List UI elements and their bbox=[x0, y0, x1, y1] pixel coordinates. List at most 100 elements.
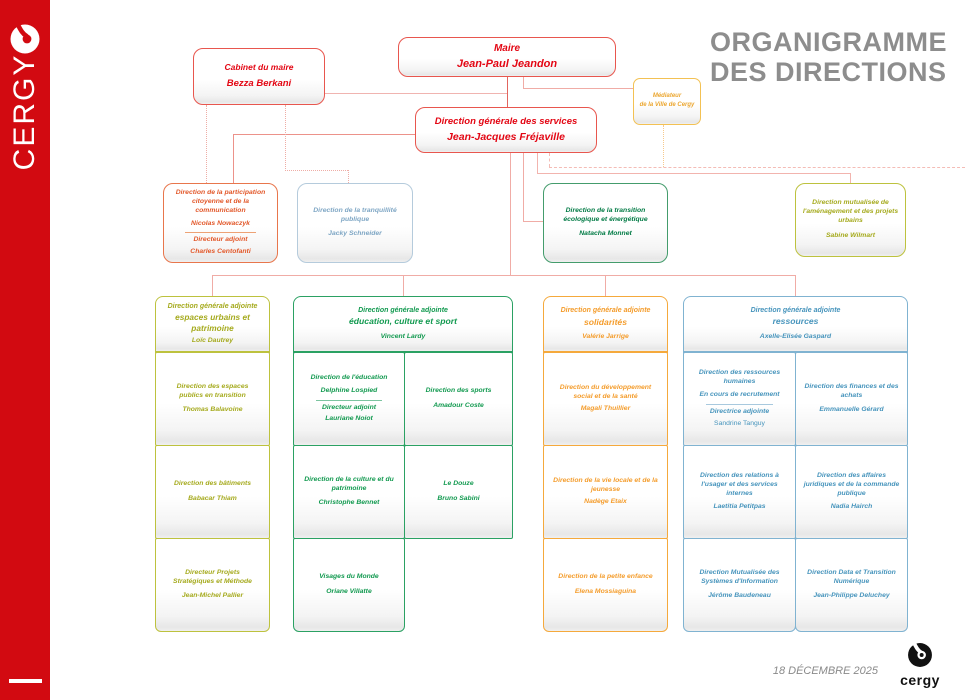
cell-name: Jean-Philippe Deluchey bbox=[813, 592, 890, 600]
connector-line-dashed bbox=[549, 167, 965, 168]
node-title: Maire bbox=[493, 43, 521, 55]
org-node-direction-generale-services: Direction générale des services Jean-Jac… bbox=[415, 107, 597, 153]
deputy-role: Directeur adjoint bbox=[321, 403, 376, 411]
cell-name: En cours de recrutement bbox=[699, 391, 780, 399]
footer-date: 18 DÉCEMBRE 2025 bbox=[772, 665, 878, 677]
cell-name: Jérôme Baudeneau bbox=[708, 592, 771, 600]
cell-title: Direction de la culture et du patrimoine bbox=[304, 475, 394, 492]
cell-title: Direction des relations à l'usager et de… bbox=[700, 472, 779, 497]
node-title: Direction générale des services bbox=[434, 115, 578, 127]
node-name: Natacha Monnet bbox=[579, 230, 632, 238]
cell-title: Directeur Projets Stratégiques et Méthod… bbox=[173, 568, 252, 585]
org-cell-ressources-humaines: Direction des ressources humaines En cou… bbox=[683, 352, 796, 446]
node-name: Sabine Wilmart bbox=[825, 231, 876, 239]
org-node-amenagement-projets-urbains: Direction mutualisée de l'aménagement et… bbox=[795, 183, 906, 257]
footer-logo: cergy bbox=[898, 639, 942, 688]
cell-title: Le Douze bbox=[443, 480, 474, 488]
connector-line-dotted bbox=[285, 170, 348, 171]
cell-title: Direction du développement social et de … bbox=[559, 384, 652, 401]
footer-logo-text: cergy bbox=[900, 672, 940, 688]
dga-subtitle: solidarités bbox=[584, 316, 627, 327]
cell-title: Direction de l'éducation bbox=[310, 373, 388, 381]
node-title: Direction mutualisée de l'aménagement et… bbox=[802, 199, 899, 224]
brand-wordmark: CERGY bbox=[8, 53, 41, 171]
cell-name: Elena Mossiaguina bbox=[574, 588, 637, 595]
node-subtitle: de la Ville de Cergy bbox=[639, 102, 695, 108]
connector-line-dotted bbox=[348, 170, 349, 183]
org-node-participation-communication: Direction de la participation citoyenne … bbox=[163, 183, 278, 263]
node-title: Direction de la tranquillité publique bbox=[313, 206, 397, 223]
connector-line bbox=[233, 134, 415, 136]
dga-header-education-culture-sport: Direction générale adjointe éducation, c… bbox=[293, 296, 513, 353]
cergy-swirl-icon bbox=[10, 22, 40, 54]
org-cell-systemes-information: Direction Mutualisée des Systèmes d'Info… bbox=[683, 538, 796, 632]
dga-title: Direction générale adjointe bbox=[560, 307, 651, 315]
cell-name: Jean-Michel Pallier bbox=[181, 592, 244, 600]
org-cell-affaires-juridiques: Direction des affaires juridiques et de … bbox=[795, 445, 908, 539]
connector-line bbox=[523, 77, 525, 88]
node-name: Jean-Paul Jeandon bbox=[456, 58, 558, 71]
org-cell-petite-enfance: Direction de la petite enfance Elena Mos… bbox=[543, 538, 668, 632]
divider bbox=[705, 403, 774, 405]
dga-subtitle: éducation, culture et sport bbox=[349, 316, 457, 327]
deputy-role: Directeur adjoint bbox=[193, 236, 248, 244]
org-cell-projets-strategiques: Directeur Projets Stratégiques et Méthod… bbox=[155, 538, 270, 632]
dga-title: Direction générale adjointe bbox=[167, 302, 258, 310]
deputy-name: Charles Centofanti bbox=[190, 248, 251, 256]
divider bbox=[184, 232, 257, 234]
cell-name: Laetitia Petitpas bbox=[713, 502, 766, 510]
cell-title: Direction des ressources humaines bbox=[698, 369, 781, 386]
dga-name: Vincent Lardy bbox=[380, 333, 426, 341]
cell-name: Nadia Hairch bbox=[830, 502, 873, 510]
cell-name: Oriane Villatte bbox=[326, 588, 372, 595]
cell-title: Direction des affaires juridiques et de … bbox=[803, 472, 900, 497]
org-cell-culture-patrimoine: Direction de la culture et du patrimoine… bbox=[293, 445, 405, 539]
connector-line bbox=[325, 93, 507, 95]
dga-title: Direction générale adjointe bbox=[358, 306, 448, 314]
org-node-tranquillite-publique: Direction de la tranquillité publique Ja… bbox=[297, 183, 413, 263]
org-cell-le-douze: Le Douze Bruno Sabini bbox=[404, 445, 513, 539]
org-cell-developpement-social-sante: Direction du développement social et de … bbox=[543, 352, 668, 446]
cell-name: Amadour Coste bbox=[433, 402, 484, 409]
node-title: Direction de la transition écologique et… bbox=[563, 206, 648, 223]
connector-line bbox=[850, 173, 852, 183]
page-title-line2: DES DIRECTIONS bbox=[710, 57, 947, 88]
node-title: Cabinet du maire bbox=[224, 62, 294, 73]
org-cell-espaces-publics: Direction des espaces publics en transit… bbox=[155, 352, 270, 446]
org-cell-education: Direction de l'éducation Delphine Lospie… bbox=[293, 352, 405, 446]
cell-name: Christophe Bennet bbox=[318, 499, 380, 507]
connector-line bbox=[795, 275, 797, 296]
connector-line bbox=[510, 153, 512, 275]
org-node-transition-ecologique: Direction de la transition écologique et… bbox=[543, 183, 668, 263]
cell-name: Bruno Sabini bbox=[437, 495, 480, 502]
org-node-mediateur: Médiateur de la Ville de Cergy bbox=[633, 78, 701, 125]
cell-title: Direction de la petite enfance bbox=[558, 573, 653, 581]
connector-line-dotted bbox=[663, 125, 664, 167]
connector-line bbox=[403, 275, 405, 296]
org-cell-data-transition-numerique: Direction Data et Transition Numérique J… bbox=[795, 538, 908, 632]
connector-line-dashed bbox=[549, 153, 550, 167]
node-name: Nicolas Nowaczyk bbox=[191, 219, 250, 227]
connector-line bbox=[537, 173, 850, 175]
connector-line bbox=[233, 134, 235, 183]
node-name: Jean-Jacques Fréjaville bbox=[447, 130, 565, 143]
brand-sidebar: CERGY bbox=[0, 0, 50, 700]
cergy-swirl-icon-black bbox=[908, 639, 932, 667]
connector-line bbox=[605, 275, 607, 296]
node-name: Bezza Berkani bbox=[226, 78, 292, 90]
org-cell-vie-locale-jeunesse: Direction de la vie locale et de la jeun… bbox=[543, 445, 668, 539]
cell-name: Emmanuelle Gérard bbox=[819, 406, 884, 414]
sidebar-dash bbox=[9, 679, 42, 683]
connector-line bbox=[523, 88, 633, 90]
dga-title: Direction générale adjointe bbox=[750, 306, 841, 314]
cell-name: Magali Thuillier bbox=[580, 404, 631, 412]
cell-title: Direction des espaces publics en transit… bbox=[176, 382, 249, 399]
cell-title: Direction Data et Transition Numérique bbox=[807, 568, 896, 585]
cell-name: Delphine Lospied bbox=[320, 386, 378, 394]
dga-name: Valérie Jarrige bbox=[582, 332, 629, 340]
deputy-role: Directrice adjointe bbox=[709, 407, 770, 415]
org-node-maire: Maire Jean-Paul Jeandon bbox=[398, 37, 616, 77]
dga-header-ressources: Direction générale adjointe ressources A… bbox=[683, 296, 908, 353]
connector-line bbox=[212, 275, 214, 296]
